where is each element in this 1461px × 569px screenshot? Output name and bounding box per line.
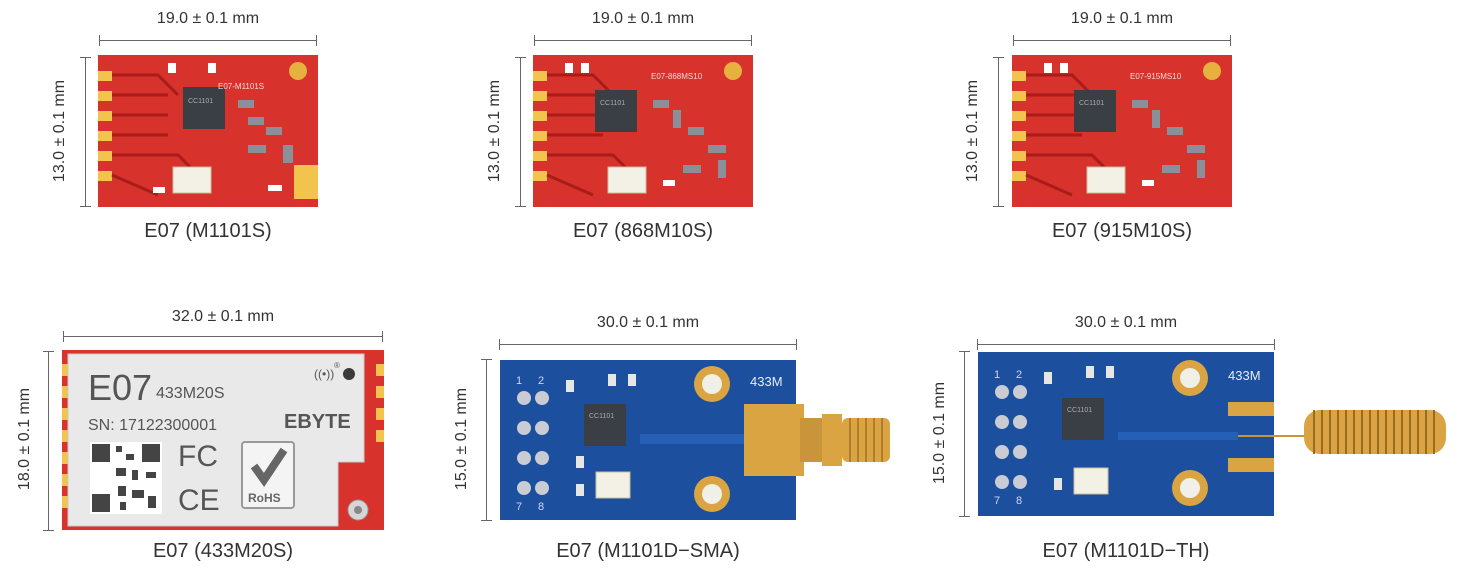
svg-text:433M20S: 433M20S [156,385,225,402]
module-caption: E07 (M1101D−TH) [1042,540,1210,562]
svg-text:7: 7 [994,495,1000,507]
svg-text:CC1101: CC1101 [600,100,625,107]
height-dimension-label: 15.0 ± 0.1 mm [931,381,948,485]
svg-text:7: 7 [516,501,522,513]
height-dimension-line [515,57,526,207]
svg-text:E07-M1101S: E07-M1101S [218,82,264,91]
width-dimension-line [63,331,383,342]
svg-text:E07-915MS10: E07-915MS10 [1130,72,1182,81]
svg-text:CE: CE [178,484,220,517]
svg-text:8: 8 [538,501,544,513]
width-dimension-line [977,339,1275,350]
svg-text:CC1101: CC1101 [589,413,614,420]
svg-text:®: ® [334,361,340,370]
svg-text:EBYTE: EBYTE [284,411,351,433]
width-dimension-label: 30.0 ± 0.1 mm [1074,314,1178,331]
svg-text:FC: FC [178,440,218,473]
width-dimension-label: 19.0 ± 0.1 mm [156,10,260,27]
module-caption: E07 (868M10S) [572,220,714,242]
width-dimension-line [99,35,317,46]
red-pcb-module: CC1101 E07-M1101S [98,55,318,207]
shielded-module: E07 433M20S SN: 17122300001 ((•)) ® EBYT… [62,350,384,530]
width-dimension-line [534,35,752,46]
blue-pcb-module: 1 2 7 8 CC1101 433M [978,352,1446,516]
red-pcb-module: CC1101 E07-915MS10 [1012,55,1232,207]
svg-text:CC1101: CC1101 [1067,407,1092,414]
red-pcb-module: CC1101 E07-868MS10 [533,55,753,207]
height-dimension-label: 13.0 ± 0.1 mm [51,79,68,183]
svg-text:E07: E07 [88,367,152,408]
width-dimension-label: 30.0 ± 0.1 mm [596,314,700,331]
svg-text:CC1101: CC1101 [1079,100,1104,107]
height-dimension-line [993,57,1004,207]
height-dimension-label: 18.0 ± 0.1 mm [16,387,33,491]
width-dimension-label: 19.0 ± 0.1 mm [1070,10,1174,27]
height-dimension-line [80,57,91,207]
svg-text:2: 2 [538,375,544,387]
blue-pcb-module: 1 2 7 8 CC1101 433M [500,360,890,520]
height-dimension-line [959,351,970,517]
height-dimension-label: 15.0 ± 0.1 mm [453,387,470,491]
module-caption: E07 (M1101S) [144,220,272,242]
svg-text:1: 1 [994,369,1000,381]
module-caption: E07 (433M20S) [152,540,294,562]
height-dimension-line [481,359,492,521]
svg-text:1: 1 [516,375,522,387]
svg-text:8: 8 [1016,495,1022,507]
svg-text:RoHS: RoHS [248,491,281,505]
svg-text:((•)): ((•)) [314,367,334,381]
svg-text:433M: 433M [750,374,783,389]
module-caption: E07 (915M10S) [1051,220,1193,242]
svg-text:E07-868MS10: E07-868MS10 [651,72,703,81]
width-dimension-line [499,339,797,350]
svg-text:2: 2 [1016,369,1022,381]
svg-text:CC1101: CC1101 [188,98,213,105]
svg-text:433M: 433M [1228,368,1261,383]
height-dimension-label: 13.0 ± 0.1 mm [486,79,503,183]
width-dimension-label: 32.0 ± 0.1 mm [171,308,275,325]
svg-text:SN: 17122300001: SN: 17122300001 [88,417,217,434]
width-dimension-label: 19.0 ± 0.1 mm [591,10,695,27]
height-dimension-line [43,351,54,531]
module-caption: E07 (M1101D−SMA) [556,540,740,562]
width-dimension-line [1013,35,1231,46]
height-dimension-label: 13.0 ± 0.1 mm [964,79,981,183]
